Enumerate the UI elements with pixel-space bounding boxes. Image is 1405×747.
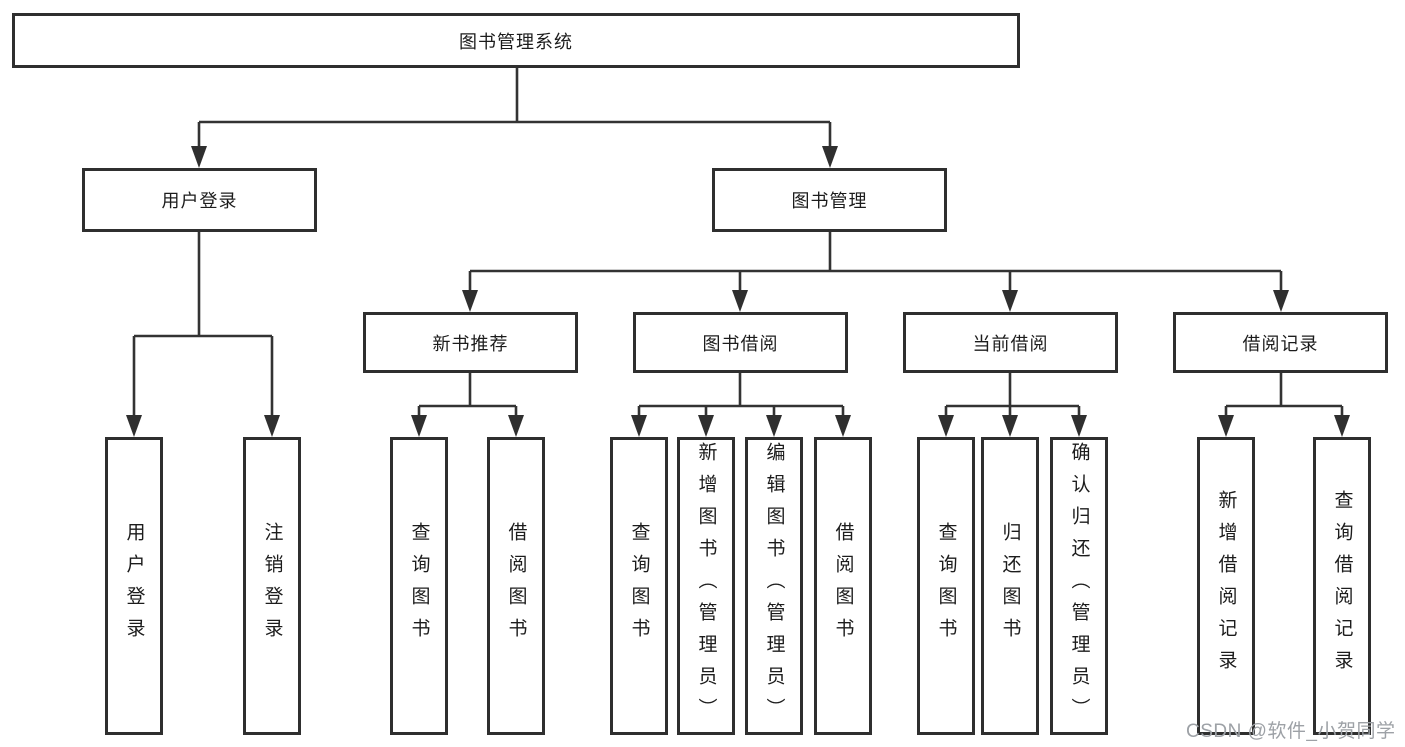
node-label: 借阅图书 <box>505 522 527 650</box>
node-label: 注销登录 <box>261 522 283 650</box>
node-label: 查询借阅记录 <box>1331 490 1353 682</box>
node-library-management-system: 图书管理系统 <box>12 13 1020 68</box>
node-label: 归还图书 <box>999 522 1021 650</box>
node-current-borrowing: 当前借阅 <box>903 312 1118 373</box>
node-confirm-return-admin: 确认归还（管理员） <box>1050 437 1108 735</box>
node-add-borrow-record: 新增借阅记录 <box>1197 437 1255 735</box>
node-label: 当前借阅 <box>972 333 1049 354</box>
node-label: 查询图书 <box>408 522 430 650</box>
node-label: 图书管理 <box>791 191 868 211</box>
node-user-login: 用户登录 <box>82 168 317 232</box>
arrowheads <box>126 146 1350 437</box>
node-query-books-borrowing: 查询图书 <box>610 437 668 735</box>
node-add-book-admin: 新增图书（管理员） <box>677 437 735 735</box>
node-query-books-current: 查询图书 <box>917 437 975 735</box>
node-query-books-recommendation: 查询图书 <box>390 437 448 735</box>
node-label: 查询图书 <box>935 522 957 650</box>
node-borrowing-records: 借阅记录 <box>1173 312 1388 373</box>
node-label: 新书推荐 <box>432 333 509 354</box>
node-label: 查询图书 <box>628 522 650 650</box>
node-borrow-books-borrowing: 借阅图书 <box>814 437 872 735</box>
node-label: 借阅记录 <box>1242 333 1319 354</box>
node-edit-book-admin: 编辑图书（管理员） <box>745 437 803 735</box>
node-label: 图书借阅 <box>702 333 779 354</box>
node-label: 借阅图书 <box>832 522 854 650</box>
csdn-watermark: CSDN @软件_小贺同学 <box>1186 721 1396 742</box>
node-label: 用户登录 <box>123 522 145 650</box>
node-user-login-leaf: 用户登录 <box>105 437 163 735</box>
node-return-book: 归还图书 <box>981 437 1039 735</box>
node-label: 图书管理系统 <box>459 31 573 52</box>
node-logout: 注销登录 <box>243 437 301 735</box>
node-label: 新增图书（管理员） <box>695 442 717 730</box>
node-book-management: 图书管理 <box>712 168 947 232</box>
node-borrow-books-recommendation: 借阅图书 <box>487 437 545 735</box>
node-label: 用户登录 <box>161 191 238 211</box>
node-new-book-recommendation: 新书推荐 <box>363 312 578 373</box>
node-label: 确认归还（管理员） <box>1068 442 1090 730</box>
node-label: 编辑图书（管理员） <box>763 442 785 730</box>
node-query-borrow-record: 查询借阅记录 <box>1313 437 1371 735</box>
node-label: 新增借阅记录 <box>1215 490 1237 682</box>
node-book-borrowing: 图书借阅 <box>633 312 848 373</box>
